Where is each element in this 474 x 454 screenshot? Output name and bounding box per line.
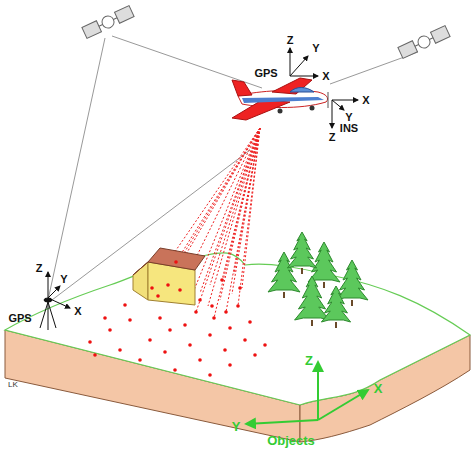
tree-trunk — [283, 292, 285, 298]
laser-point — [223, 348, 227, 352]
laser-point — [88, 340, 92, 344]
laser-point — [103, 316, 107, 320]
laser-point — [208, 333, 212, 337]
axis-label: INS — [340, 123, 358, 134]
laser-point — [248, 320, 252, 324]
laser-point — [108, 328, 112, 332]
tree-trunk — [311, 320, 313, 326]
axis-label: LK — [8, 381, 18, 389]
tree — [287, 232, 316, 268]
laser-beam — [238, 128, 260, 306]
axis-label: GPS — [8, 313, 31, 324]
laser-point — [263, 343, 267, 347]
house — [133, 248, 205, 305]
laser-point — [238, 286, 242, 290]
laser-point — [138, 358, 142, 362]
axis-label: Y — [60, 274, 67, 285]
laser-beam — [208, 128, 260, 306]
laser-point — [198, 298, 202, 302]
axis-label: Y — [345, 112, 352, 123]
laser-point — [236, 304, 240, 308]
laser-point — [158, 316, 162, 320]
tree — [321, 286, 350, 322]
laser-point — [93, 353, 97, 357]
axis-label: Z — [329, 132, 336, 143]
laser-point — [173, 368, 177, 372]
axis-label: Y — [312, 43, 319, 54]
trees — [268, 232, 368, 328]
terrain-block — [5, 253, 470, 442]
object-axis-label: Objects — [267, 434, 315, 447]
laser-point — [128, 318, 132, 322]
laser-beam — [222, 128, 260, 280]
axis-label: X — [362, 95, 369, 106]
laser-beam — [200, 128, 260, 293]
laser-beam — [214, 128, 260, 318]
satellite — [82, 6, 134, 39]
object-axis-label: X — [374, 382, 383, 395]
tree-trunk — [323, 282, 325, 288]
laser-point — [118, 348, 122, 352]
axis-label: X — [322, 71, 329, 82]
ground-gps — [40, 272, 70, 330]
laser-point — [183, 323, 187, 327]
laser-point — [228, 363, 232, 367]
laser-beam — [196, 128, 260, 312]
laser-point — [188, 343, 192, 347]
axis-label: X — [74, 306, 81, 317]
axis-label: Z — [36, 263, 43, 274]
laser-beam — [226, 128, 260, 312]
laser-point — [163, 350, 167, 354]
laser-point — [148, 338, 152, 342]
tree-trunk — [301, 268, 303, 274]
object-axes — [246, 362, 368, 424]
laser-point — [198, 358, 202, 362]
laser-beam — [190, 128, 260, 300]
laser-point — [243, 338, 247, 342]
tree-trunk — [335, 322, 337, 328]
laser-point — [208, 373, 212, 377]
laser-point — [212, 316, 216, 320]
aircraft — [232, 78, 328, 120]
laser-point — [194, 310, 198, 314]
axis-label: GPS — [254, 68, 277, 79]
laser-point — [123, 303, 127, 307]
satellite — [398, 26, 450, 59]
laser-beam — [210, 128, 260, 285]
laser-point — [253, 353, 257, 357]
laser-point — [168, 328, 172, 332]
laser-point — [228, 326, 232, 330]
laser-point — [224, 310, 228, 314]
axis-label: Z — [287, 35, 294, 46]
laser-beam — [220, 128, 260, 300]
laser-point — [220, 278, 224, 282]
object-axis-label: Y — [232, 420, 241, 433]
tree — [308, 242, 340, 282]
object-axis-label: Z — [305, 354, 313, 367]
laser-beam — [234, 128, 260, 274]
laser-point — [210, 304, 214, 308]
tree-trunk — [351, 300, 353, 306]
